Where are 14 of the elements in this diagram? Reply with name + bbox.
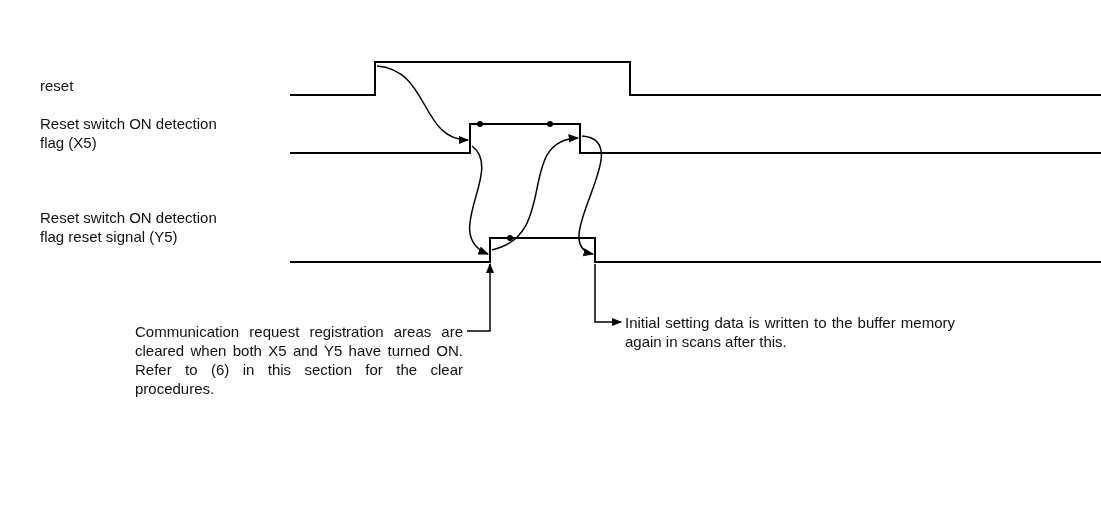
arrow — [491, 135, 580, 251]
signal-pulse — [489, 237, 596, 263]
note-text: Initial setting data is written to the buffer memory again in scans after this. — [625, 313, 955, 351]
signal-name: Reset switch ON detection flag reset signal (Y5) — [40, 208, 218, 246]
leader-line — [466, 262, 495, 332]
arrow — [469, 145, 489, 255]
signal-pulse — [469, 123, 581, 154]
signal-pulse — [374, 61, 631, 96]
signal-name: Reset switch ON detection flag (X5) — [40, 114, 218, 152]
arrow — [594, 263, 623, 327]
signal-name: reset — [40, 76, 75, 95]
arrow — [376, 65, 470, 143]
note-text: Communication request registration areas are cleared when both X5 and Y5 have turned ON. Refer to (6) in this section for the clear procedures. — [135, 322, 463, 398]
arrow — [578, 135, 603, 255]
